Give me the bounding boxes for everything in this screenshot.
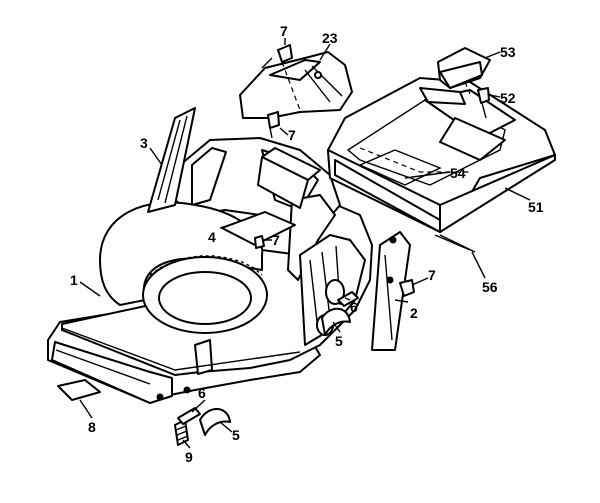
screw-right — [399, 279, 415, 297]
callout-4: 4 — [208, 229, 216, 245]
callout-7a: 7 — [280, 23, 288, 39]
callout-23: 23 — [322, 30, 338, 46]
callout-1: 1 — [70, 272, 78, 288]
clip-5-upper — [321, 307, 351, 336]
flat-plate-8 — [57, 379, 101, 401]
left-side-guard-strip — [147, 107, 196, 213]
callout-5a: 5 — [335, 333, 343, 349]
bracket-6-lower — [177, 407, 201, 425]
callout-3: 3 — [140, 135, 148, 151]
lid-window-outline — [359, 147, 470, 173]
screw-deck — [254, 235, 265, 249]
callout-5b: 5 — [232, 427, 240, 443]
screw-lid — [477, 87, 490, 119]
callout-52: 52 — [500, 90, 516, 106]
rear-cover-bracket — [239, 51, 353, 119]
callout-7b: 7 — [288, 127, 296, 143]
callout-56: 56 — [482, 279, 498, 295]
callout-6a: 6 — [350, 299, 358, 315]
grass-box-lid — [327, 77, 556, 251]
callout-labels: 1 2 3 4 5 5 6 6 7 7 7 7 8 9 23 51 52 53 … — [70, 23, 544, 465]
screw-mid — [267, 111, 280, 139]
callout-6b: 6 — [198, 385, 206, 401]
callout-51: 51 — [528, 199, 544, 215]
right-side-plate — [371, 231, 411, 351]
callout-7c: 7 — [272, 232, 280, 248]
assembly-line-lid — [464, 81, 471, 95]
mower-deck-housing — [47, 137, 373, 404]
callout-53: 53 — [500, 44, 516, 60]
callout-9: 9 — [185, 449, 193, 465]
callout-8: 8 — [88, 419, 96, 435]
lid-cap — [437, 47, 491, 89]
callout-2: 2 — [410, 305, 418, 321]
pivot-rod — [439, 234, 476, 253]
leader-lines — [79, 38, 531, 449]
screw-top-left — [261, 44, 293, 69]
clip-5-lower — [199, 408, 231, 436]
callout-7d: 7 — [428, 267, 436, 283]
callout-54: 54 — [450, 165, 466, 181]
